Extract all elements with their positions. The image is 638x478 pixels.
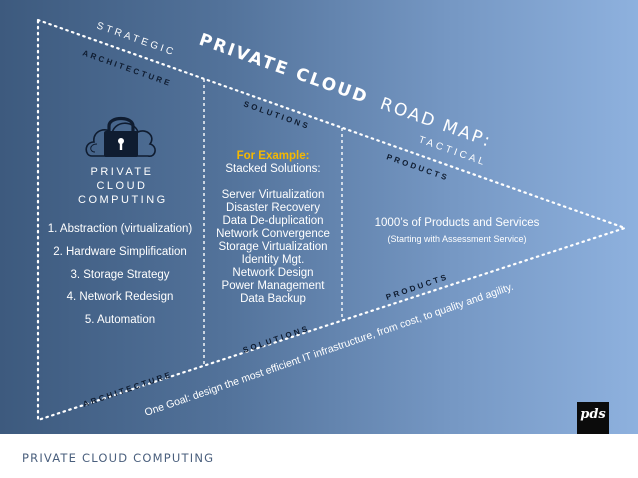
products-sub: (Starting with Assessment Service) [387, 234, 527, 244]
roadmap-diagram: PRIVATE CLOUD ROAD MAP: STRATEGIC ARCHIT… [36, 18, 629, 422]
svg-text:PRIVATE CLOUD ROAD MAP: PRIVATE CLOUD ROAD MAP: [196, 30, 494, 152]
architecture-item: 1. Abstraction (virtualization) [47, 223, 193, 235]
products-top-label: PRODUCTS [385, 152, 450, 182]
solution-item: Power Management [221, 280, 325, 292]
slide-canvas: PRIVATE CLOUD ROAD MAP: STRATEGIC ARCHIT… [0, 0, 638, 434]
architecture-top-label: ARCHITECTURE [81, 48, 173, 88]
example-label: For Example: [236, 150, 310, 162]
solution-item: Data Backup [240, 293, 306, 305]
architecture-heading: PRIVATE CLOUD COMPUTING [78, 165, 166, 207]
architecture-item: 3. Storage Strategy [70, 269, 170, 281]
diagram-title: PRIVATE CLOUD ROAD MAP: [196, 30, 494, 152]
architecture-heading-line: CLOUD [96, 180, 148, 192]
cloud-lock-icon [85, 116, 156, 157]
footer-title: PRIVATE CLOUD COMPUTING [22, 451, 215, 465]
solutions-bottom-label: SOLUTIONS [242, 324, 311, 355]
solution-item: Disaster Recovery [226, 202, 320, 214]
architecture-item: 5. Automation [84, 314, 156, 326]
architecture-list: 1. Abstraction (virtualization) 2. Hardw… [40, 223, 200, 336]
solution-item: Network Design [232, 267, 314, 279]
solution-item: Identity Mgt. [241, 254, 305, 266]
architecture-heading-line: PRIVATE [90, 166, 154, 178]
title-bold: PRIVATE CLOUD [196, 30, 371, 108]
solution-item: Data De-duplication [222, 215, 324, 227]
products-main: 1000’s of Products and Services [374, 217, 540, 229]
solution-item: Storage Virtualization [218, 241, 328, 253]
footer-bar [0, 434, 638, 478]
solution-item: Network Convergence [216, 228, 330, 240]
architecture-heading-line: COMPUTING [78, 194, 168, 206]
architecture-item: 4. Network Redesign [66, 291, 174, 303]
solutions-subtitle: Stacked Solutions: [225, 163, 321, 175]
logo-text: pds [580, 407, 606, 422]
roadmap-triangle [36, 18, 629, 422]
solutions-content: For Example: Stacked Solutions: Server V… [206, 150, 340, 306]
architecture-item: 2. Hardware Simplification [53, 246, 187, 258]
products-bottom-label: PRODUCTS [385, 272, 450, 302]
solution-item: Server Virtualization [221, 189, 325, 201]
strategic-label: STRATEGIC [95, 20, 177, 58]
pds-logo: pds [577, 402, 609, 434]
